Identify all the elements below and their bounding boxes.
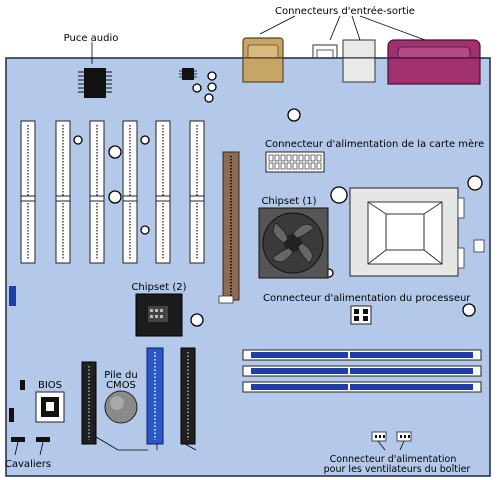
audio-chip [78,68,112,98]
label-fan-power-line2: pour les ventilateurs du boîtier [324,464,471,475]
motherboard-power-connector [265,151,325,173]
chipset2 [135,293,183,337]
label-jumpers: Cavaliers [5,459,51,470]
ram-slot [242,381,482,393]
pci-slot [155,120,171,264]
ide-connector-primary [146,347,164,445]
pci-slots [20,120,205,264]
ide-connectors [81,347,196,445]
bios-chip [35,391,65,423]
chipset1-fan [258,207,329,279]
leader-lines [14,15,426,456]
ram-slots [242,349,482,393]
cmos-battery [104,390,138,424]
pin-headers [9,286,50,442]
ide-connector-secondary [180,347,196,445]
pci-slot [55,120,71,264]
capacitors [73,71,483,327]
label-io-connectors: Connecteurs d'entrée-sortie [275,5,415,17]
cpu-power-connector [350,305,372,325]
pci-slot [189,120,205,264]
label-chipset1: Chipset (1) [261,196,316,207]
pci-slot [89,120,105,264]
cpu-socket [349,187,485,277]
label-cmos-line1: Pile du [104,370,137,381]
agp-slot [218,151,240,304]
label-chipset2: Chipset (2) [131,282,186,293]
pci-slot [20,120,36,264]
ram-slot [242,349,482,361]
ram-slot [242,365,482,377]
label-audio-chip: Puce audio [64,33,119,44]
case-fan-connectors [371,431,412,442]
label-motherboard-power: Connecteur d'alimentation de la carte mè… [265,138,484,150]
label-bios: BIOS [38,380,62,391]
pci-slot [122,120,138,264]
label-fan-power-line1: Connecteur d'alimentation [330,454,457,465]
label-cmos-line2: CMOS [106,380,136,391]
floppy-connector [81,361,97,445]
label-cpu-power: Connecteur d'alimentation du processeur [263,293,471,304]
